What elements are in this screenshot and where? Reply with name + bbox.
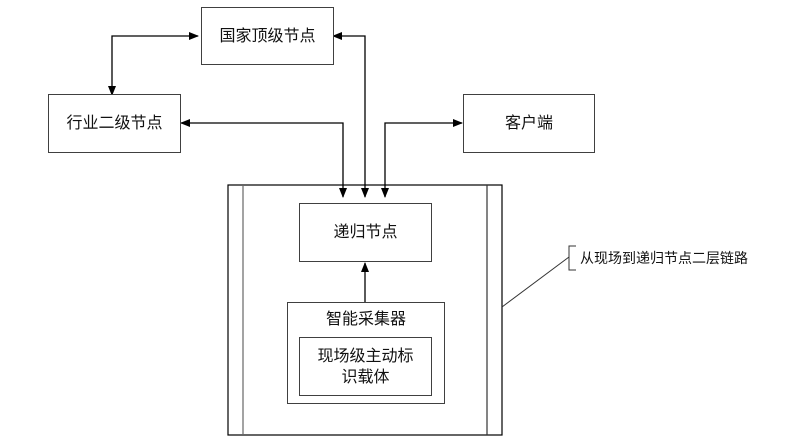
arrow-industry-recursive — [180, 119, 347, 198]
industry-secondary-node[interactable]: 行业二级节点 — [48, 94, 181, 153]
client-node-label: 客户端 — [504, 113, 553, 133]
recursive-node[interactable]: 递归节点 — [299, 203, 432, 262]
field-active-id-carrier[interactable]: 现场级主动标 识载体 — [299, 337, 432, 396]
industry-secondary-node-label: 行业二级节点 — [66, 113, 163, 133]
arrow-national-industry — [108, 32, 199, 96]
annotation-callout — [501, 245, 576, 308]
arrow-client-recursive — [381, 119, 463, 198]
client-node[interactable]: 客户端 — [463, 94, 595, 153]
link-annotation-label: 从现场到递归节点二层链路 — [580, 251, 748, 267]
recursive-node-label: 递归节点 — [333, 222, 398, 242]
carrier-label-line1: 现场级主动标 — [317, 345, 414, 365]
carrier-label-line2: 识载体 — [341, 366, 390, 386]
national-top-node[interactable]: 国家顶级节点 — [201, 7, 334, 65]
national-top-node-label: 国家顶级节点 — [219, 25, 316, 45]
smart-collector-label: 智能采集器 — [325, 309, 406, 328]
arrow-national-recursive — [332, 32, 369, 198]
